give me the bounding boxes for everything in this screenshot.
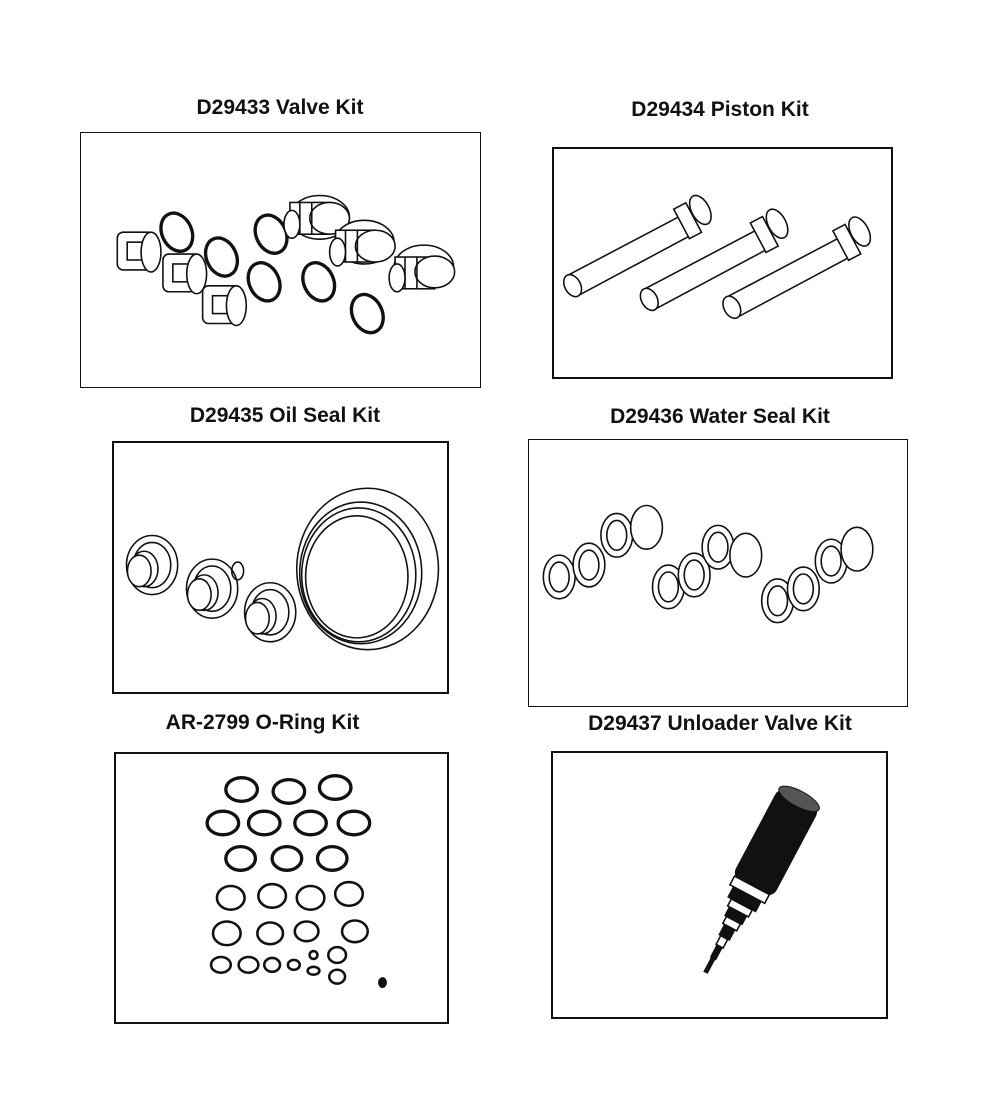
- piston-kit-title: D29434 Piston Kit: [631, 98, 809, 121]
- oil-seal-kit-title: D29435 Oil Seal Kit: [189, 404, 381, 427]
- o-ring-kit-title: AR-2799 O-Ring Kit: [165, 711, 360, 734]
- valve-kit-panel: [80, 132, 481, 388]
- piston-icon: [562, 194, 872, 320]
- water-seal-kit-title: D29436 Water Seal Kit: [610, 405, 830, 428]
- o-ring-icon: [205, 774, 387, 989]
- valve-kit-title: D29433 Valve Kit: [196, 96, 364, 119]
- oil-seal-icon: [125, 487, 440, 651]
- unloader-valve-icon: [703, 785, 820, 974]
- oil-seal-kit-panel: [112, 441, 449, 694]
- water-seal-kit-panel: [528, 439, 908, 707]
- unloader-valve-kit-panel: [551, 751, 888, 1019]
- piston-kit-panel: [552, 147, 893, 379]
- o-ring-kit-panel: [114, 752, 449, 1024]
- valve-parts-icon: [116, 194, 456, 335]
- unloader-valve-kit-title: D29437 Unloader Valve Kit: [588, 712, 852, 735]
- water-seal-icon: [542, 504, 874, 624]
